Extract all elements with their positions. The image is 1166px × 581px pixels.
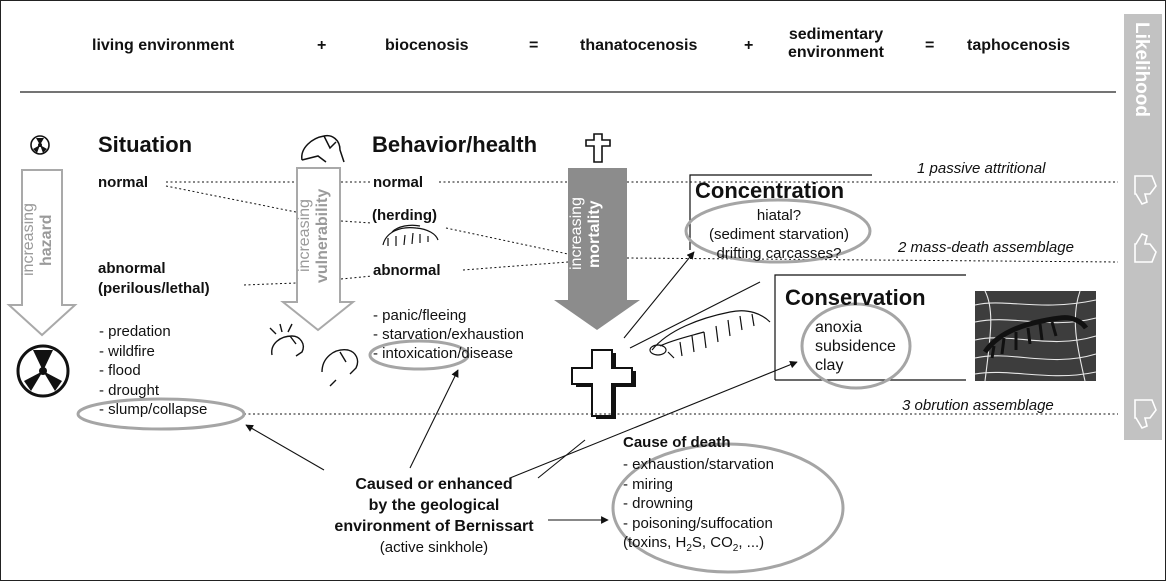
geological-cause-note: Caused or enhanced by the geological env…	[334, 476, 534, 556]
arrow-to-concentration	[623, 251, 695, 339]
dotted-abnormal-b	[340, 275, 373, 280]
line-cross-to-conservation	[629, 281, 761, 349]
behavior-heading: Behavior/health	[372, 132, 538, 157]
situation-hazard-list: - predation - wildfire - flood - drought…	[99, 322, 207, 420]
concentration-bracket	[689, 174, 872, 250]
list-item: - panic/fleeing	[373, 307, 467, 324]
mortality-arrow	[554, 168, 640, 330]
equation-equals-1: =	[529, 37, 539, 54]
equation-plus-2: +	[744, 37, 754, 54]
equation-thanatocenosis: thanatocenosis	[580, 37, 698, 54]
dotted-behavior-abnormal	[462, 261, 569, 271]
assemblage-passive-attritional: 1 passive attritional	[917, 160, 1046, 177]
dinosaur-skeleton-icon	[649, 310, 771, 359]
behavior-herding: (herding)	[372, 207, 437, 224]
situation-abnormal: abnormal (perilous/lethal)	[98, 260, 210, 298]
dotted-mass-death	[626, 257, 1119, 263]
equation-taphocenosis: taphocenosis	[967, 37, 1071, 54]
situation-normal: normal	[98, 174, 149, 191]
dotted-abnormal-a	[243, 282, 297, 286]
cause-of-death-list: - exhaustion/starvation - miring - drown…	[623, 455, 774, 559]
concentration-heading: Concentration	[695, 178, 845, 203]
behavior-abnormal: abnormal	[373, 262, 441, 279]
equation-sedimentary-environment: sedimentary environment	[787, 26, 884, 62]
list-item: - starvation/exhaustion	[373, 326, 524, 343]
fossil-slab-image	[974, 290, 1097, 382]
conservation-bracket	[774, 274, 966, 380]
small-cross-icon	[585, 133, 611, 163]
list-item: - miring	[623, 475, 674, 493]
dotted-herding-mass	[445, 227, 569, 255]
likelihood-bar	[1124, 14, 1162, 440]
arrow-to-conservation	[509, 361, 798, 479]
behavior-normal: normal	[373, 174, 424, 191]
conservation-factors: anoxia subsidence clay	[815, 319, 896, 374]
equation-living-environment: living environment	[92, 37, 235, 54]
thumb-up-icon	[1134, 233, 1157, 263]
slump-ellipse	[76, 397, 246, 431]
situation-heading: Situation	[98, 132, 193, 157]
conservation-heading: Conservation	[785, 285, 926, 310]
concentration-causes: hiatal? (sediment starvation) drifting c…	[708, 207, 850, 262]
vulnerability-arrow	[280, 167, 356, 332]
list-item: - intoxication/disease	[373, 345, 514, 362]
equation-plus-1: +	[317, 37, 327, 54]
large-cross-icon	[571, 349, 636, 419]
arrow-to-slump	[245, 424, 325, 471]
equation-equals-2: =	[925, 37, 935, 54]
list-item: - drought	[99, 381, 160, 399]
likelihood-label: Likelihood	[1131, 22, 1152, 117]
intoxication-ellipse	[368, 339, 470, 371]
list-item: - poisoning/suffocation	[623, 514, 773, 532]
assemblage-obrution: 3 obrution assemblage	[902, 397, 1054, 414]
behavior-list: - panic/fleeing - starvation/exhaustion …	[373, 306, 524, 363]
list-item: - slump/collapse	[99, 401, 208, 418]
dotted-normal-herding-a	[165, 185, 297, 213]
list-item: - wildfire	[99, 342, 155, 360]
thumb-down-icon	[1134, 175, 1157, 205]
hazard-symbol-small-icon	[30, 135, 50, 155]
list-item: - exhaustion/starvation	[623, 456, 774, 473]
cause-of-death-heading: Cause of death	[623, 434, 731, 451]
dotted-normal-herding-b	[340, 220, 373, 224]
assemblage-mass-death: 2 mass-death assemblage	[898, 239, 1074, 256]
herd-icon	[382, 224, 439, 246]
list-item: - drowning	[623, 495, 694, 512]
hazard-arrow	[6, 169, 78, 337]
list-item: (toxins, H2S, CO2, ...)	[623, 534, 765, 554]
list-item: - predation	[99, 323, 171, 340]
line-cross-to-note	[537, 439, 586, 479]
arrow-to-intoxication	[409, 369, 459, 469]
concentration-ellipse	[684, 198, 872, 264]
thumb-down-icon-2	[1134, 399, 1157, 429]
conservation-ellipse	[800, 302, 912, 390]
hazard-symbol-large-icon	[16, 344, 70, 398]
equation-biocenosis: biocenosis	[385, 37, 469, 54]
dinosaur-head-icon	[301, 134, 345, 163]
fleeing-dinosaurs-icon	[269, 323, 359, 387]
cause-of-death-ellipse	[611, 442, 845, 574]
list-item: - flood	[99, 362, 141, 379]
